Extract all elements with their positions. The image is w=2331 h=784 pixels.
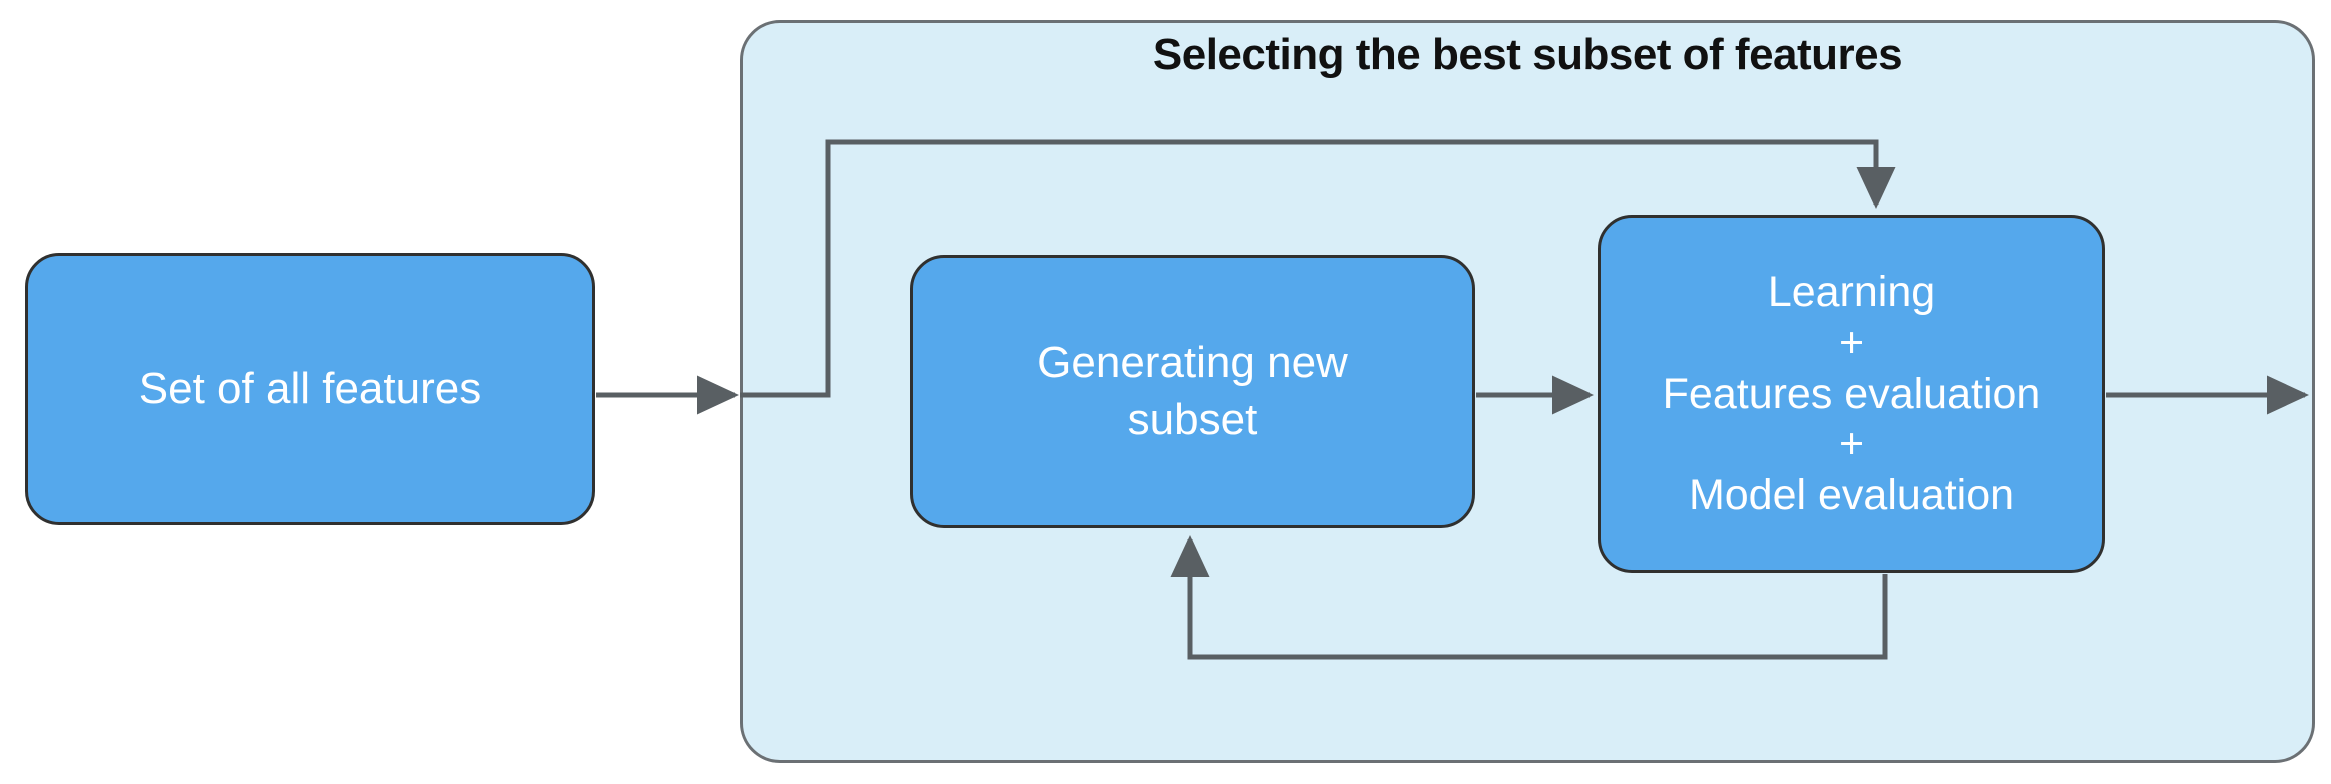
node-label-evaluation-line-2: Features evaluation xyxy=(1662,369,2041,418)
node-label-evaluation-line-3: Model evaluation xyxy=(1688,471,2015,520)
node-generating-new-subset[interactable]: Generating new subset xyxy=(910,255,1475,528)
node-set-of-all-features[interactable]: Set of all features xyxy=(25,253,595,525)
edge-group-to-evaluation-top xyxy=(740,139,1896,398)
node-label-generating-line-2: subset xyxy=(1127,394,1258,444)
node-label-set-of-all-features: Set of all features xyxy=(138,363,482,413)
node-label-evaluation-plus-1: + xyxy=(1838,318,1865,367)
node-learning-features-model-evaluation[interactable]: Learning + Features evaluation + Model e… xyxy=(1598,215,2105,573)
node-label-evaluation-line-1: Learning xyxy=(1767,268,1936,317)
group-title: Selecting the best subset of features xyxy=(1152,30,1903,79)
node-label-evaluation-plus-2: + xyxy=(1838,420,1865,469)
edge-evaluation-to-generating-feedback xyxy=(1170,534,1888,660)
node-label-generating-line-1: Generating new xyxy=(1037,338,1348,388)
